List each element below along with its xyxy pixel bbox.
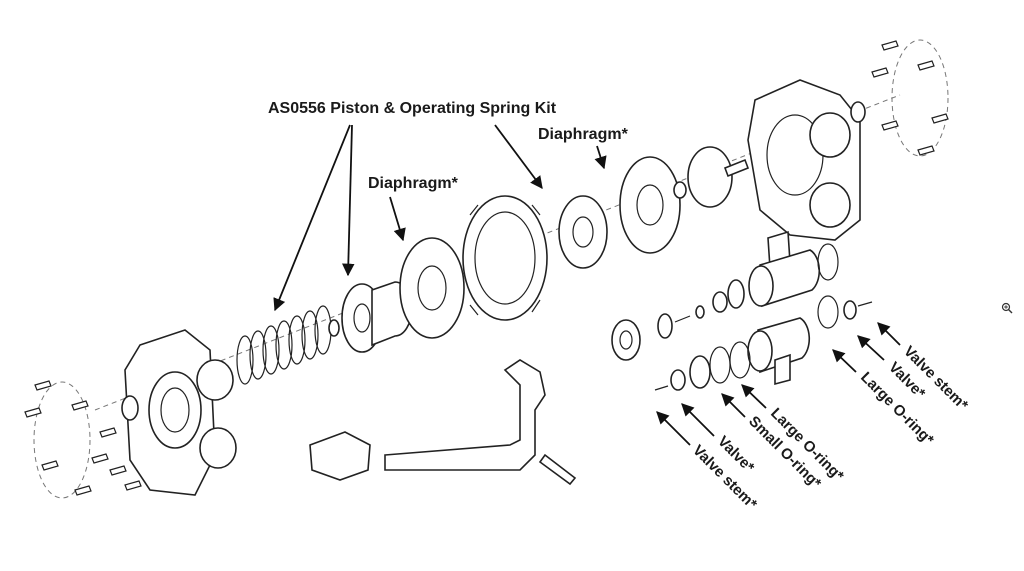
- valve-parts-upper: [611, 279, 745, 361]
- left-screw-set: [24, 380, 142, 499]
- right-screw-set: [871, 39, 949, 157]
- valve-tee-upper: [748, 230, 839, 308]
- diaphragm-left: [399, 237, 465, 339]
- valve-parts-right: [817, 295, 873, 329]
- diaphragm-right-label: Diaphragm*: [538, 126, 629, 143]
- handle-grip: [309, 431, 371, 481]
- screw-icon: [871, 40, 949, 156]
- left-end-cap: [121, 329, 237, 496]
- spring-washer: [328, 319, 340, 337]
- screw-icon: [24, 380, 142, 496]
- diaphragm-plate: [673, 146, 750, 208]
- diaphragm-left-label: Diaphragm*: [368, 175, 459, 192]
- diaphragm-right: [619, 156, 681, 254]
- right-end-cap: [747, 79, 866, 241]
- operating-spring: [236, 305, 332, 385]
- middle-housing: [462, 195, 548, 321]
- operating-lever: [384, 359, 577, 486]
- kit-label: AS0556 Piston & Operating Spring Kit: [268, 100, 557, 117]
- zoom-in-icon[interactable]: [1001, 302, 1013, 314]
- valve-tee-lower: [747, 317, 811, 386]
- piston-right: [558, 195, 608, 269]
- leader-arrows: [273, 124, 901, 446]
- valve-parts-lower: [654, 341, 751, 391]
